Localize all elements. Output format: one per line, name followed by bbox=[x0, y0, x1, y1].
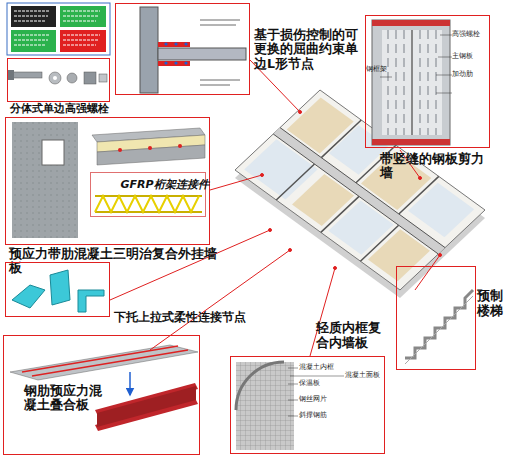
panel-box: 分体式单边高强螺栓 bbox=[7, 58, 110, 102]
stair-drawing bbox=[405, 290, 473, 364]
part-label: 保温板 bbox=[299, 380, 320, 388]
part-label: 高强螺栓 bbox=[452, 31, 480, 39]
part-label: 钢丝网片 bbox=[299, 396, 327, 404]
panel-box: 预制楼梯 bbox=[396, 266, 476, 370]
leader-lines bbox=[110, 60, 442, 356]
panel-box: 预应力带肋混凝土三明治复合外挂墙板GFRP桁架连接件 bbox=[5, 117, 210, 245]
l-joint-drawing bbox=[140, 7, 246, 93]
feature-tiles bbox=[7, 3, 110, 55]
connection-clips bbox=[12, 270, 104, 312]
panel-caption: 基于损伤控制的可更换的屈曲约束单边L形节点 bbox=[254, 28, 362, 71]
part-label: 混凝土面板 bbox=[345, 372, 380, 380]
panel-box: GFRP桁架连接件 bbox=[90, 172, 206, 217]
panel-caption: 分体式单边高强螺栓 bbox=[10, 103, 112, 116]
part-label: 钢框架 bbox=[366, 66, 387, 74]
panel-caption: 轻质内框复合内墙板 bbox=[316, 321, 386, 351]
panel-caption: 预制楼梯 bbox=[477, 289, 505, 319]
shear-wall-drawing bbox=[372, 20, 452, 145]
panel-box: 基于损伤控制的可更换的屈曲约束单边L形节点 bbox=[115, 3, 250, 95]
panel-caption: 下托上拉式柔性连接节点 bbox=[114, 311, 256, 325]
part-label: 主钢板 bbox=[452, 53, 473, 61]
part-label: 混凝土内框 bbox=[299, 364, 334, 372]
bolt-photos bbox=[8, 70, 107, 84]
panel-caption: 钢肋预应力混凝土叠合板 bbox=[24, 384, 104, 413]
inner-wall-drawing bbox=[236, 362, 344, 450]
part-label: 斜撑钢筋 bbox=[299, 412, 327, 420]
slab-drawing bbox=[10, 345, 198, 431]
panel-caption: GFRP桁架连接件 bbox=[121, 179, 211, 192]
panel-caption: 带竖缝的钢板剪力墙 bbox=[380, 152, 495, 181]
part-label: 加劲肋 bbox=[452, 71, 473, 79]
panel-box: 钢肋预应力混凝土叠合板 bbox=[3, 335, 200, 455]
panel-box: 下托上拉式柔性连接节点 bbox=[5, 262, 110, 317]
